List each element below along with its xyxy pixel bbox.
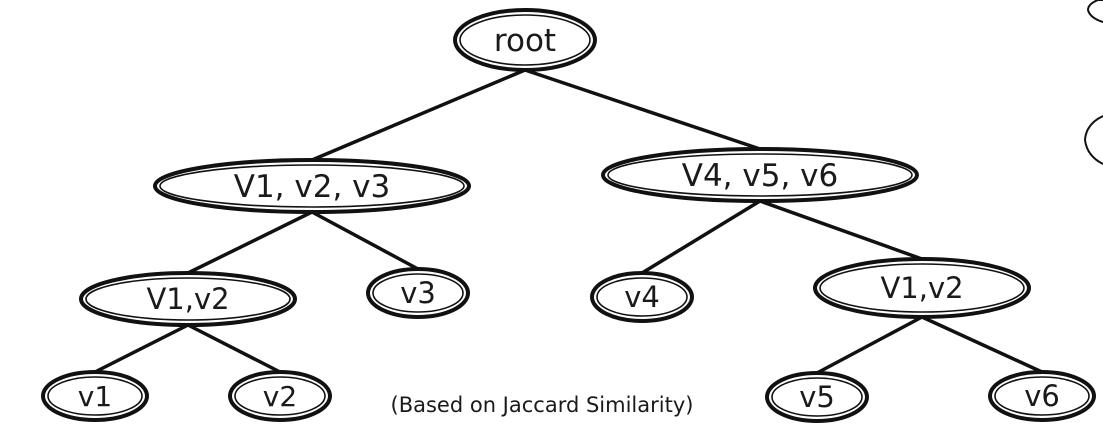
node-inner-ring: [596, 277, 688, 317]
node-inner-ring: [994, 376, 1090, 416]
node-root: root: [453, 8, 597, 72]
node-leaf-v6: v6: [988, 370, 1096, 422]
node-leaf-v5: v5: [765, 371, 869, 423]
node-outer-ring: [601, 147, 919, 203]
node-outer-ring: [765, 371, 869, 423]
node-outer-ring: [813, 257, 1031, 319]
edge-left-cluster-to-left-v1v2: [187, 210, 313, 275]
node-label: root: [494, 23, 556, 59]
node-inner-ring: [85, 277, 291, 321]
tree-edges: [94, 68, 1043, 375]
edge-right-cluster-to-right-v1v2: [759, 199, 923, 261]
node-right-v1v2: V1,v2: [813, 257, 1031, 319]
node-inner-ring: [607, 153, 913, 197]
node-label: V1,v2: [880, 271, 963, 305]
node-outer-ring: [366, 267, 470, 319]
node-outer-ring: [153, 158, 471, 214]
node-inner-ring: [771, 377, 863, 417]
node-label: v4: [624, 280, 660, 314]
edge-right-v1v2-to-leaf-v6: [921, 315, 1043, 374]
node-inner-ring: [819, 263, 1025, 313]
node-outer-ring: [79, 271, 297, 327]
node-outer-ring: [41, 370, 149, 422]
node-outer-ring: [988, 370, 1096, 422]
node-inner-ring: [159, 164, 465, 208]
node-inner-ring: [372, 273, 464, 313]
node-label: v2: [263, 380, 297, 413]
node-label: V4, v5, v6: [682, 158, 838, 194]
node-leaf-v2: v2: [228, 370, 332, 422]
edge-right-v1v2-to-leaf-v5: [816, 315, 923, 375]
node-label: v6: [1024, 379, 1060, 413]
node-leaf-v1: v1: [41, 370, 149, 422]
node-label: V1, v2, v3: [234, 169, 390, 205]
edge-left-v1v2-to-leaf-v1: [94, 323, 189, 374]
node-inner-ring: [234, 376, 326, 416]
node-label: V1,v2: [146, 282, 229, 316]
edge-root-to-right-cluster: [524, 68, 761, 151]
clipped-shape-top-right: [1086, 0, 1103, 23]
node-right-cluster: V4, v5, v6: [601, 147, 919, 203]
edge-right-cluster-to-right-v4: [641, 199, 761, 275]
node-inner-ring: [47, 376, 143, 416]
node-left-v1v2: V1,v2: [79, 271, 297, 327]
node-inner-ring: [459, 14, 591, 66]
node-left-cluster: V1, v2, v3: [153, 158, 471, 214]
edge-left-v1v2-to-leaf-v2: [187, 323, 281, 374]
clipped-shape-mid-right: [1083, 115, 1103, 165]
edge-root-to-left-cluster: [311, 68, 526, 162]
node-right-v4: v4: [590, 271, 694, 323]
node-label: v1: [78, 380, 112, 413]
edge-left-cluster-to-left-v3: [311, 210, 419, 271]
node-outer-ring: [453, 8, 597, 72]
similarity-caption: (Based on Jaccard Similarity): [391, 393, 694, 417]
node-left-v3: v3: [366, 267, 470, 319]
node-label: v5: [799, 380, 835, 414]
node-outer-ring: [228, 370, 332, 422]
node-outer-ring: [590, 271, 694, 323]
node-label: v3: [400, 276, 436, 310]
